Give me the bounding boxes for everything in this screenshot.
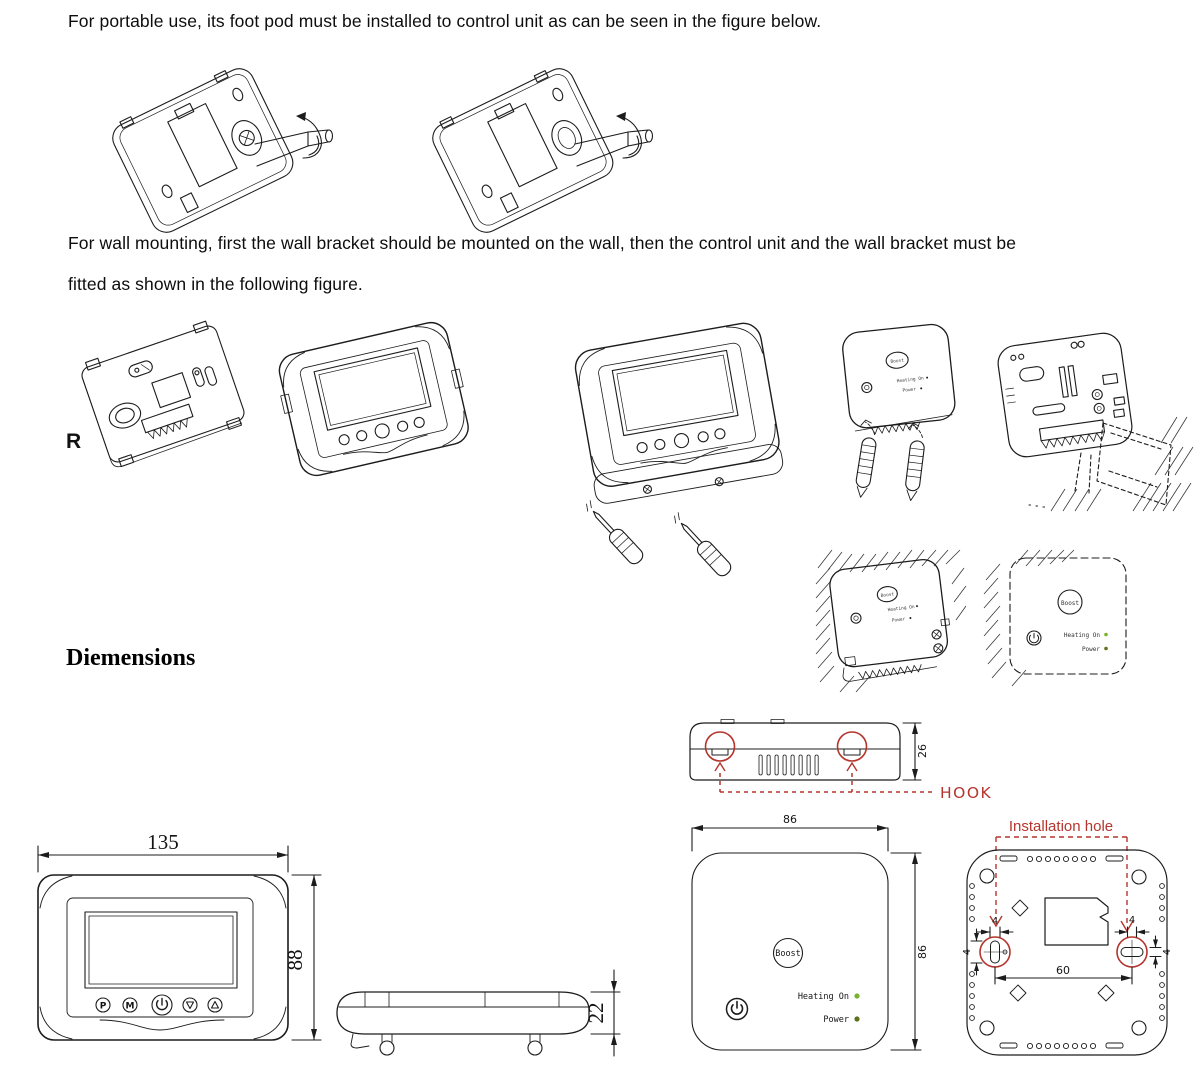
hook-stud <box>379 1040 395 1056</box>
boost-label: Boost <box>880 591 894 599</box>
power-label: Power <box>823 1015 849 1025</box>
vent-slots <box>758 754 819 776</box>
paragraph-wall-mounting-line1: For wall mounting, first the wall bracke… <box>68 233 1017 253</box>
screen <box>84 911 238 989</box>
control-unit-front-view <box>37 874 289 1041</box>
figure-receiver-on-wall-2: Boost Heating On Power <box>983 549 1127 687</box>
power-icon <box>850 612 862 624</box>
power-icon <box>155 997 169 1011</box>
power-label: Power <box>902 386 916 393</box>
dim-control-front: 135 88 P M <box>37 830 322 1041</box>
power-button <box>151 994 173 1016</box>
center-cutout <box>1044 897 1109 946</box>
hook-slots <box>711 748 861 756</box>
foot-pod-screw <box>254 129 334 167</box>
screwdriver-icon <box>586 500 644 565</box>
boost-button <box>876 586 898 603</box>
figure-control-unit-screws <box>574 322 784 577</box>
boost-label: Boost <box>775 949 801 959</box>
up-arrow-icon <box>210 1000 220 1009</box>
r-label: R <box>66 430 82 453</box>
m-button-label: M <box>126 1002 135 1012</box>
wall-plate-outline <box>1096 422 1172 506</box>
control-unit-side-view <box>336 991 590 1056</box>
figure-foot-pod-install-1 <box>112 68 334 233</box>
power-icon <box>725 997 749 1021</box>
power-led <box>854 1016 860 1022</box>
paragraph-portable-use: For portable use, its foot pod must be i… <box>68 11 822 31</box>
dim-receiver-top: HOOK 26 <box>689 719 992 802</box>
hole-offset-label: 4 <box>1162 949 1173 955</box>
heating-on-label: Heating On <box>887 604 915 613</box>
control-unit-back <box>432 68 614 233</box>
hole-offset-label: 4 <box>1129 915 1135 926</box>
figure-wall-bracket <box>81 320 245 468</box>
power-label: Power <box>1082 646 1100 653</box>
figure-receiver-anchors: Boost Heating On Power <box>842 323 956 502</box>
dim-receiver-front: 86 86 Boost Heating On Power <box>691 813 929 1051</box>
receiver-height-label: 86 <box>916 945 929 959</box>
screen <box>611 349 739 437</box>
hole-spacing-label: 60 <box>1056 964 1070 977</box>
boost-button <box>1057 589 1083 615</box>
hook-highlight-circle <box>836 731 868 762</box>
down-arrow-icon <box>185 1001 195 1010</box>
dim-receiver-back: Installation hole <box>962 818 1173 1056</box>
wall-anchor-icon <box>905 422 925 502</box>
keyhole <box>108 402 142 429</box>
width-dim-label: 135 <box>147 830 179 854</box>
terminal-block <box>140 403 194 434</box>
screwdriver-icon <box>674 512 732 577</box>
heating-on-label: Heating On <box>896 376 924 385</box>
heating-on-led <box>854 993 860 999</box>
receiver-depth-label: 26 <box>916 744 929 758</box>
receiver-back-view <box>966 849 1168 1056</box>
mode-button <box>122 997 138 1013</box>
figure-control-unit-front <box>278 321 469 477</box>
heating-on-label: Heating On <box>1064 632 1101 639</box>
figure-receiver-on-wall-1: Boost Heating On Power <box>815 549 967 693</box>
hole-offset-label: 4 <box>992 916 998 927</box>
boost-label: Boost <box>1061 600 1079 607</box>
dimensions-heading: Diemensions <box>66 645 196 671</box>
foot-pod-boss <box>231 120 263 156</box>
figure-receiver-exploded <box>997 332 1194 512</box>
heating-on-label: Heating On <box>798 992 849 1002</box>
foot-pod-screw <box>574 129 654 167</box>
down-button <box>182 997 198 1013</box>
hook-label: HOOK <box>940 784 992 802</box>
boost-label: Boost <box>890 357 904 364</box>
dim-control-side: 22 <box>336 969 621 1057</box>
power-icon <box>1026 630 1042 646</box>
paragraph-wall-mounting-line2: fitted as shown in the following figure. <box>68 274 363 294</box>
receiver-back <box>997 332 1133 458</box>
boost-button <box>885 351 909 369</box>
program-button <box>95 997 111 1013</box>
receiver-top-view <box>689 719 901 781</box>
depth-dim-label: 22 <box>584 1003 608 1024</box>
receiver-front-view <box>691 852 889 1051</box>
wall-anchor-icon <box>855 419 877 498</box>
figure-foot-pod-install-2 <box>432 68 654 233</box>
hook-stud <box>527 1040 543 1056</box>
rotate-arrow-icon <box>616 112 642 159</box>
up-button <box>207 997 223 1013</box>
receiver-width-label: 86 <box>783 813 797 826</box>
p-button-label: P <box>100 1002 107 1012</box>
battery-compartment <box>487 103 558 188</box>
power-label: Power <box>891 616 905 624</box>
hole-offset-label: 4 <box>962 949 973 955</box>
installation-hole-label: Installation hole <box>1009 818 1113 835</box>
boost-button <box>772 937 804 969</box>
foot-pod-hole <box>551 120 583 156</box>
height-dim-label: 88 <box>283 950 307 971</box>
battery-compartment <box>167 103 238 188</box>
screen <box>313 347 432 431</box>
hook-highlight-circle <box>704 731 736 762</box>
control-unit-back <box>112 68 294 233</box>
power-icon <box>861 381 873 394</box>
rotate-arrow-icon <box>296 112 322 159</box>
